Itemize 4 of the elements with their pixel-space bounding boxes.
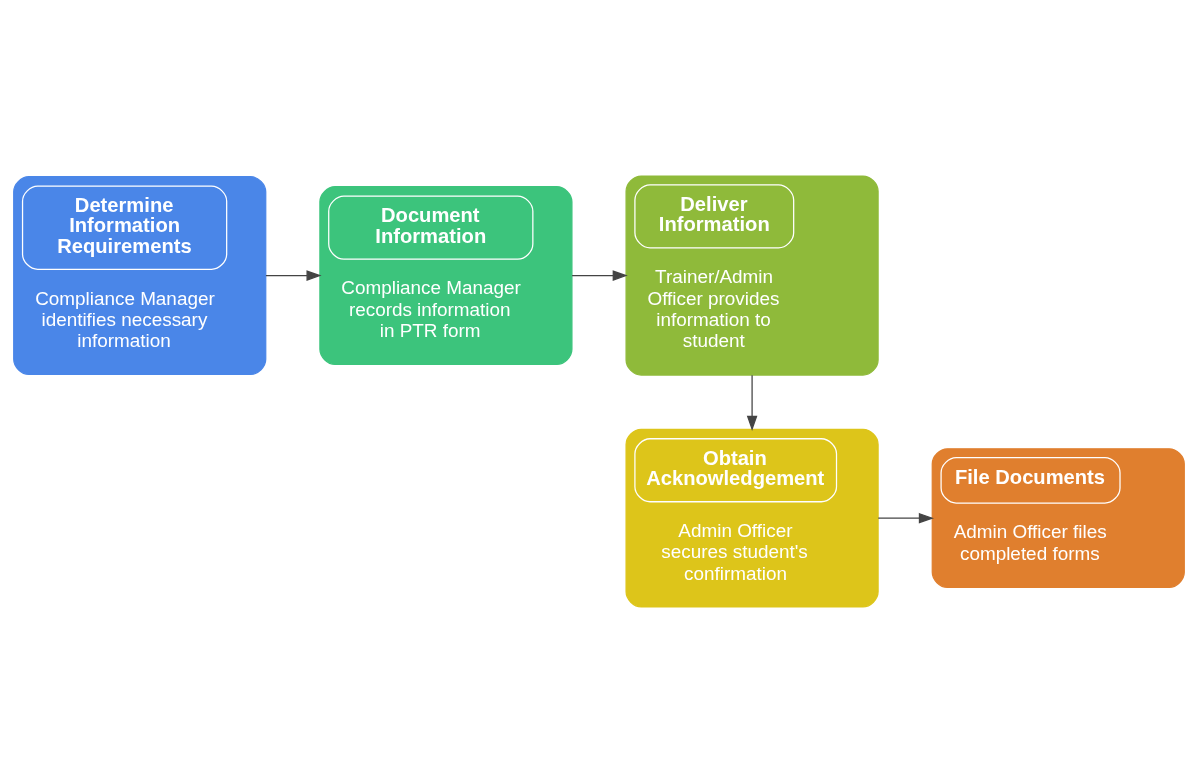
arrow	[877, 512, 934, 524]
arrow	[746, 374, 758, 431]
arrow	[265, 270, 322, 281]
arrow	[571, 270, 628, 281]
